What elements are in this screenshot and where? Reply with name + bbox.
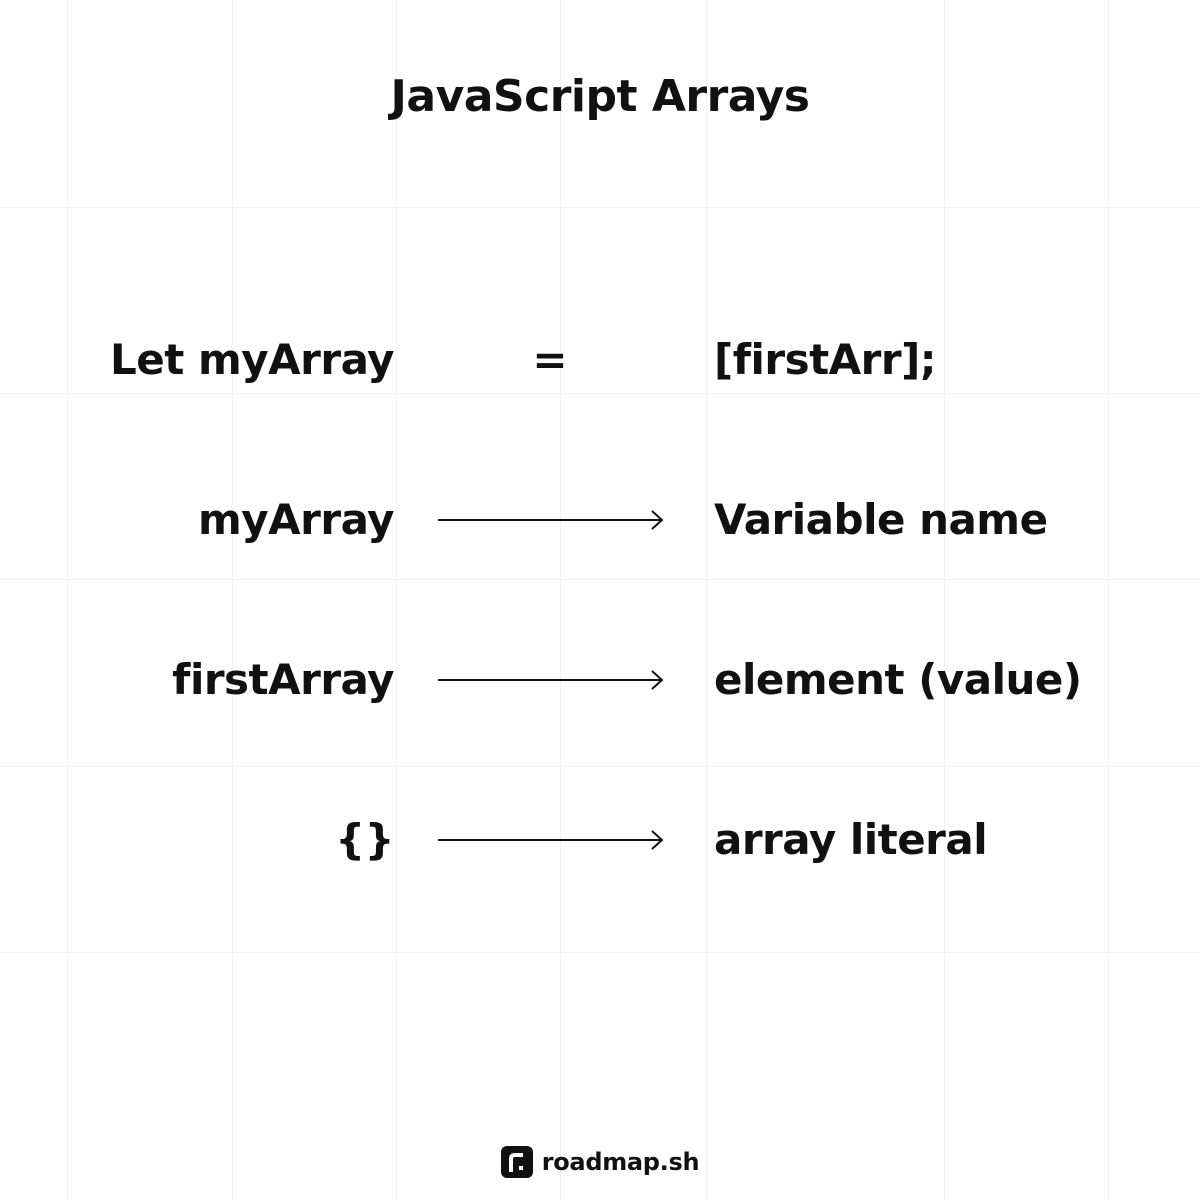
roadmap-logo-icon: [500, 1146, 533, 1178]
mapping-meaning: array literal: [714, 815, 988, 864]
footer-brand: roadmap.sh: [0, 1146, 1200, 1178]
mapping-meaning: element (value): [714, 655, 1082, 704]
right-arrow-icon: [438, 510, 664, 530]
mapping-term: firstArray: [172, 655, 394, 704]
page-title: JavaScript Arrays: [390, 71, 811, 122]
right-arrow-icon: [438, 670, 664, 690]
mapping-term: {}: [335, 815, 394, 864]
declaration-right: [firstArr];: [714, 335, 937, 384]
assignment-operator: =: [532, 335, 568, 384]
brand-name: roadmap.sh: [541, 1148, 700, 1176]
mapping-meaning: Variable name: [714, 495, 1048, 544]
declaration-row: Let myArray = [firstArr];: [0, 330, 1200, 390]
mapping-term: myArray: [198, 495, 395, 544]
mapping-row-element: firstArray element (value): [0, 650, 1200, 710]
mapping-row-array-literal: {} array literal: [0, 810, 1200, 870]
declaration-left: Let myArray: [110, 335, 394, 384]
mapping-row-variable-name: myArray Variable name: [0, 490, 1200, 550]
right-arrow-icon: [438, 830, 664, 850]
